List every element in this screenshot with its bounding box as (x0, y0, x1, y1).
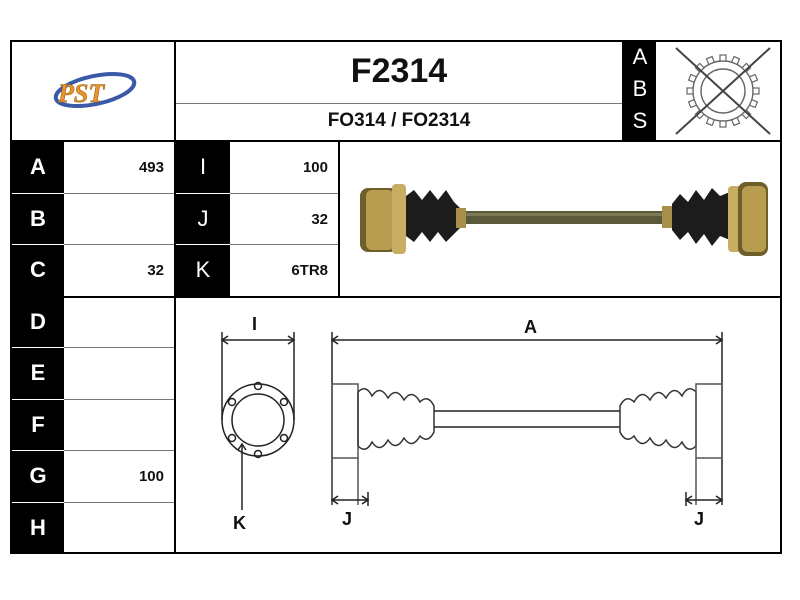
specs-bottom-divider (10, 296, 782, 298)
abs-tooth (705, 116, 716, 127)
dim-label-k: K (233, 513, 246, 533)
dim-label-a: A (524, 317, 537, 337)
pst-logo: PST (40, 62, 150, 118)
photo-divider (338, 142, 340, 296)
spec-label-c: C (12, 245, 64, 296)
spec-label-e: E (12, 348, 64, 399)
abs-tooth (705, 55, 716, 66)
spec-label-k: K (176, 245, 230, 296)
abs-tooth (686, 87, 694, 95)
title-underline (176, 103, 622, 104)
spec-label-h: H (12, 502, 64, 553)
spec-row-divider (64, 347, 174, 348)
spec-row-divider (230, 192, 338, 194)
abs-tooth (719, 120, 727, 128)
spec-row-divider (64, 501, 174, 503)
spec-label-f: F (12, 399, 64, 450)
dim-label-j-left: J (342, 509, 353, 529)
spec-row-divider (64, 450, 174, 451)
drive-shaft-photo (352, 160, 772, 270)
spec-label-a: A (12, 142, 64, 193)
abs-tooth (687, 73, 698, 84)
dim-label-j-right: J (694, 509, 705, 529)
dimension-diagram (200, 310, 740, 540)
part-number: F2314 (350, 52, 448, 90)
spec-value-i: 100 (302, 159, 328, 176)
spec-label-j: J (176, 193, 230, 244)
abs-tooth (730, 55, 741, 66)
dim-label-i: I (252, 314, 258, 334)
no-abs-ring-icon (670, 44, 776, 138)
logo-text: PST (57, 79, 105, 108)
abs-tooth (719, 54, 727, 62)
abs-tooth (687, 98, 698, 109)
spec-label-i: I (176, 142, 230, 193)
spec-value-a: 493 (138, 159, 164, 176)
abs-tooth (748, 73, 759, 84)
spec-value-k: 6TR8 (291, 262, 328, 279)
spec-value-g: 100 (138, 468, 164, 485)
spec-value-c: 32 (147, 262, 164, 279)
spec-label-g: G (12, 451, 64, 502)
spec-row-divider (230, 244, 338, 245)
abs-tooth (741, 109, 752, 120)
header-divider-abs (622, 40, 624, 142)
abs-tooth (741, 62, 752, 73)
spec-label-d: D (12, 296, 64, 347)
spec-label-b: B (12, 193, 64, 244)
abs-column: A B S (624, 42, 656, 140)
abs-tooth (730, 116, 741, 127)
abs-tooth (748, 98, 759, 109)
reference-numbers: FO314 / FO2314 (327, 110, 471, 131)
header-divider (10, 140, 782, 142)
spec-row-divider (64, 192, 174, 194)
abs-letter-s: S (632, 108, 648, 133)
abs-tooth (694, 62, 705, 73)
abs-tooth (694, 109, 705, 120)
spec-value-j: 32 (311, 210, 328, 228)
spec-row-divider (64, 398, 174, 400)
abs-letter-b: B (632, 76, 648, 101)
spec-row-divider (64, 244, 174, 245)
abs-tooth (752, 87, 760, 95)
abs-letter-a: A (632, 44, 648, 69)
